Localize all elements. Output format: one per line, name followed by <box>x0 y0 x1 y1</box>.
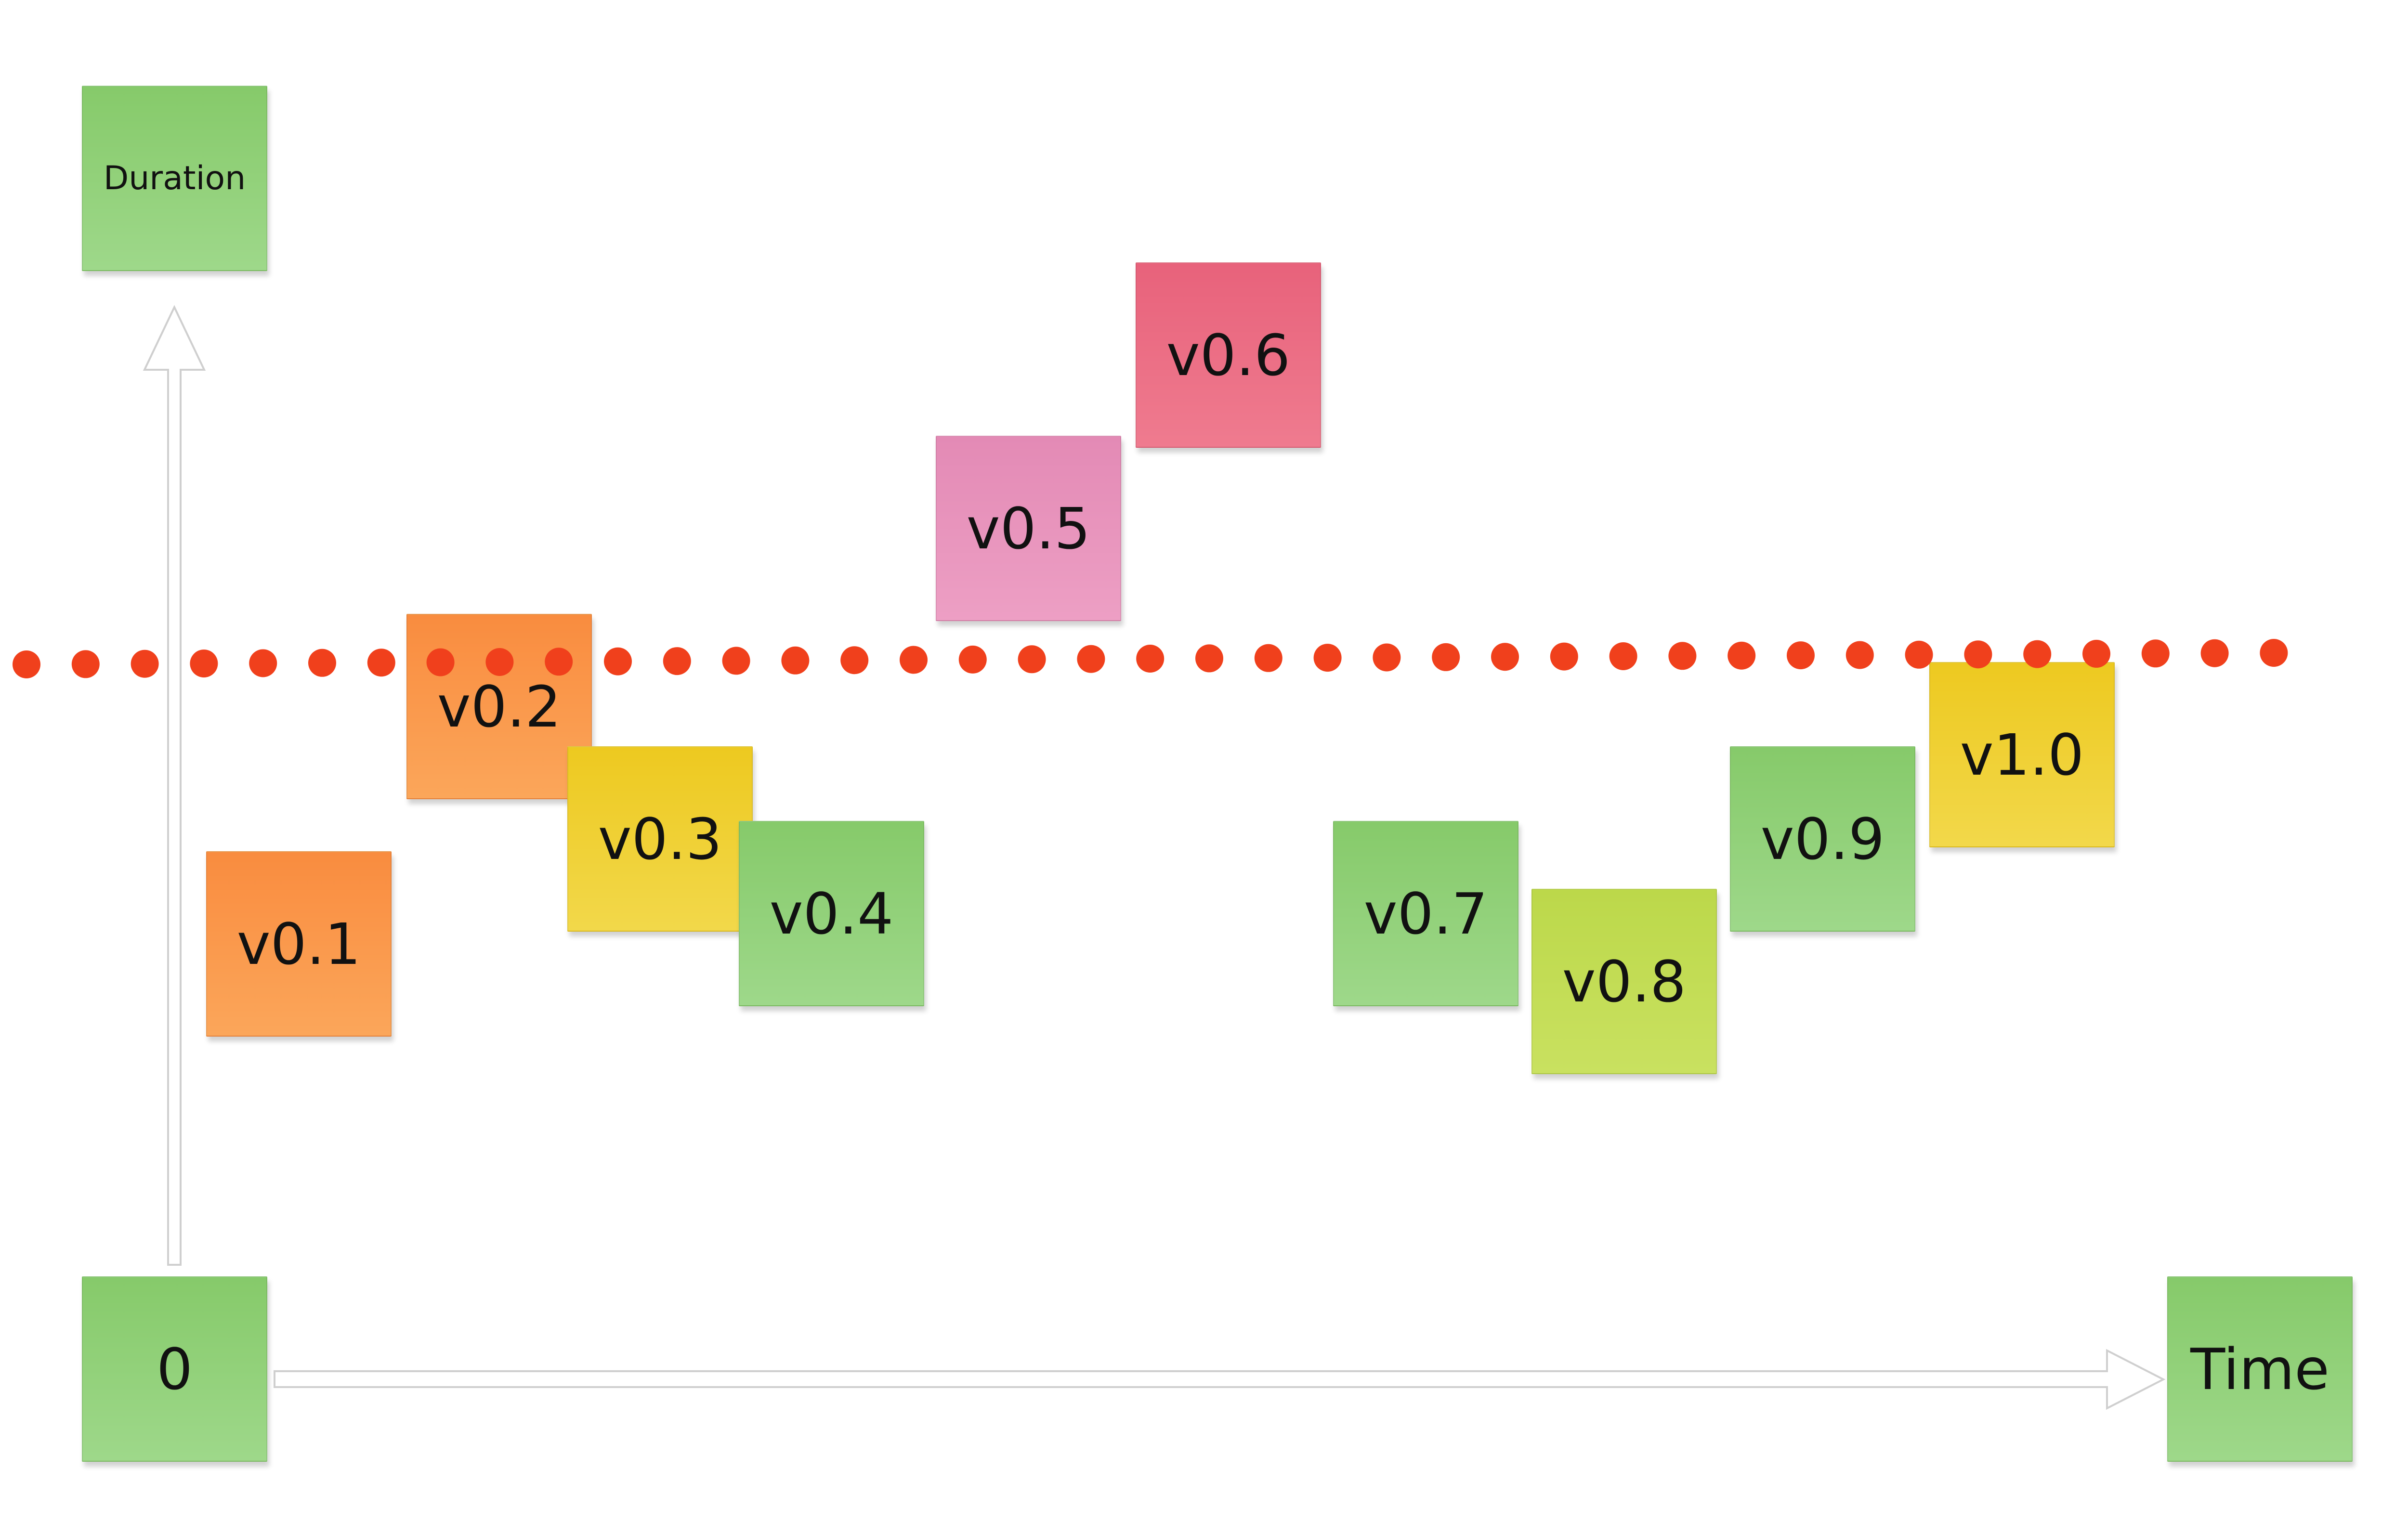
version-label: v0.1 <box>236 910 361 977</box>
x-axis-label-note[interactable]: Time <box>2167 1276 2353 1462</box>
version-label: v0.9 <box>1760 805 1885 872</box>
version-label: v0.4 <box>769 880 894 947</box>
version-label: v1.0 <box>1960 721 2084 788</box>
origin-label: 0 <box>156 1336 193 1402</box>
version-label: v0.2 <box>437 673 562 740</box>
version-note-v0-4[interactable]: v0.4 <box>739 821 924 1006</box>
x-axis-label: Time <box>2190 1336 2329 1402</box>
y-axis-label-note[interactable]: Duration <box>82 86 267 271</box>
version-note-v0-2[interactable]: v0.2 <box>406 614 592 799</box>
version-note-v0-7[interactable]: v0.7 <box>1333 821 1518 1006</box>
version-note-v0-3[interactable]: v0.3 <box>567 746 753 932</box>
version-label: v0.6 <box>1166 322 1291 389</box>
version-label: v0.7 <box>1363 880 1488 947</box>
version-note-v0-1[interactable]: v0.1 <box>206 851 392 1037</box>
y-axis-label: Duration <box>103 159 246 197</box>
version-label: v0.5 <box>966 495 1091 562</box>
origin-note[interactable]: 0 <box>82 1276 267 1462</box>
version-note-v0-8[interactable]: v0.8 <box>1531 889 1717 1074</box>
version-note-v1-0[interactable]: v1.0 <box>1929 662 2115 847</box>
version-label: v0.3 <box>598 805 722 872</box>
x-axis-arrow <box>274 1349 2166 1410</box>
version-note-v0-5[interactable]: v0.5 <box>936 436 1121 621</box>
version-note-v0-6[interactable]: v0.6 <box>1136 262 1321 448</box>
version-note-v0-9[interactable]: v0.9 <box>1730 746 1915 932</box>
y-axis-arrow <box>143 305 206 1266</box>
version-label: v0.8 <box>1562 948 1687 1015</box>
